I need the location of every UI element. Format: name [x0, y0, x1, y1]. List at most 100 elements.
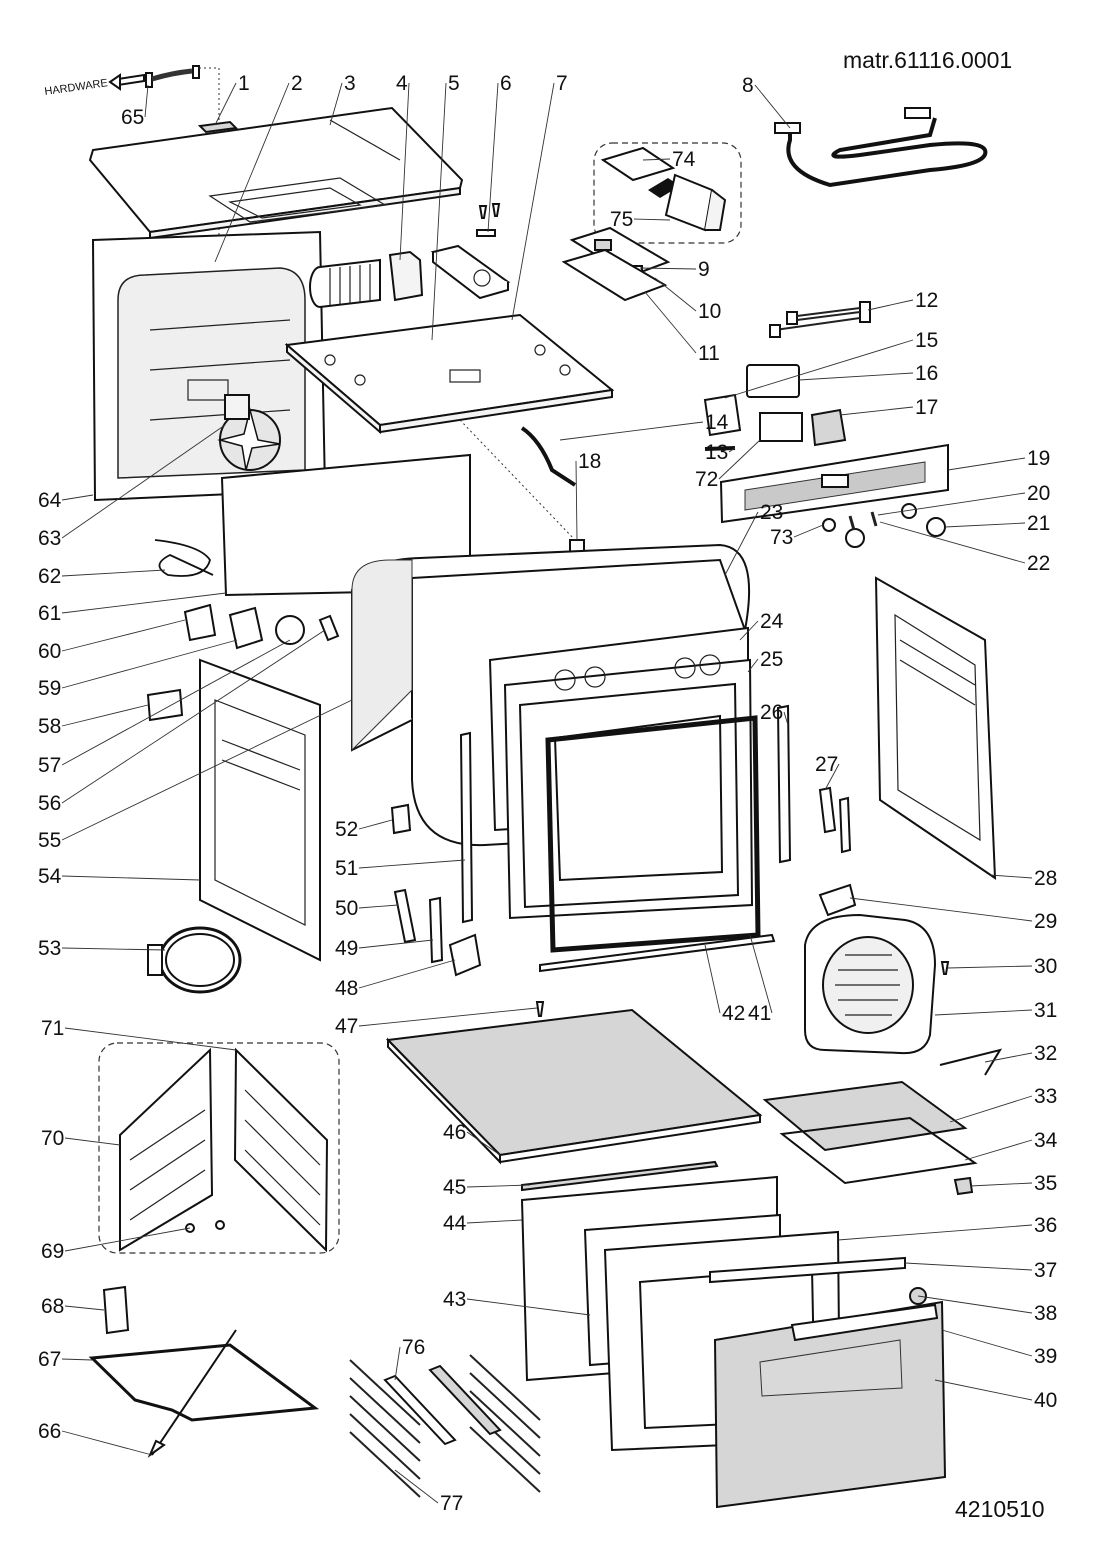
callout-63[interactable]: 63: [38, 527, 61, 550]
callout-8[interactable]: 8: [742, 74, 754, 97]
part-26-side-rail[interactable]: [776, 704, 792, 864]
callout-12[interactable]: 12: [915, 289, 938, 312]
callout-43[interactable]: 43: [443, 1288, 466, 1311]
callout-11[interactable]: 11: [698, 342, 720, 365]
callout-40[interactable]: 40: [1034, 1389, 1057, 1412]
callout-71[interactable]: 71: [41, 1017, 64, 1040]
callout-45[interactable]: 45: [443, 1176, 466, 1199]
callout-26[interactable]: 26: [760, 701, 783, 724]
callout-29[interactable]: 29: [1034, 910, 1057, 933]
part-64-rear-panel[interactable]: [91, 230, 327, 502]
part-68-spit-motor[interactable]: [102, 1285, 130, 1335]
part-41-door-gasket[interactable]: [545, 715, 761, 953]
callout-27[interactable]: 27: [815, 753, 838, 776]
part-22-spindles[interactable]: [848, 511, 878, 531]
part-6-screws[interactable]: [476, 203, 501, 237]
part-67-spit-frame[interactable]: [88, 1343, 320, 1422]
callout-73[interactable]: 73: [770, 526, 793, 549]
callout-46[interactable]: 46: [443, 1121, 466, 1144]
part-76-telescopic-rail[interactable]: [383, 1374, 457, 1446]
part-25-front-frame[interactable]: [503, 654, 754, 920]
part-29-hinge-support[interactable]: [818, 883, 857, 917]
callout-70[interactable]: 70: [41, 1127, 64, 1150]
part-48-hinge-support[interactable]: [448, 933, 482, 977]
callout-49[interactable]: 49: [335, 937, 358, 960]
callout-21[interactable]: 21: [1027, 512, 1050, 535]
top-cover[interactable]: [88, 106, 464, 240]
callout-66[interactable]: 66: [38, 1420, 61, 1443]
part-72-timer[interactable]: [759, 412, 803, 442]
part-12-wire-harness[interactable]: [769, 301, 871, 338]
callout-56[interactable]: 56: [38, 792, 61, 815]
part-47-screw[interactable]: [535, 1001, 545, 1017]
callout-74[interactable]: 74: [672, 148, 696, 171]
part-71-liner-right[interactable]: [233, 1047, 329, 1253]
callout-58[interactable]: 58: [38, 715, 61, 738]
part-35-pad[interactable]: [953, 1176, 974, 1196]
callout-25[interactable]: 25: [760, 648, 783, 671]
callout-7[interactable]: 7: [556, 72, 568, 95]
callout-54[interactable]: 54: [38, 865, 62, 888]
callout-77[interactable]: 77: [440, 1492, 463, 1515]
callout-33[interactable]: 33: [1034, 1085, 1057, 1108]
part-37-door-rail[interactable]: [709, 1256, 906, 1284]
callout-62[interactable]: 62: [38, 565, 61, 588]
callout-30[interactable]: 30: [1034, 955, 1057, 978]
callout-32[interactable]: 32: [1034, 1042, 1057, 1065]
callout-65[interactable]: 65: [121, 106, 144, 129]
callout-24[interactable]: 24: [760, 610, 784, 633]
part-70-liner-left[interactable]: [119, 1047, 214, 1252]
callout-41[interactable]: 41: [748, 1002, 771, 1025]
callout-51[interactable]: 51: [335, 857, 358, 880]
part-32-shelf-support[interactable]: [939, 1048, 1003, 1076]
callout-38[interactable]: 38: [1034, 1302, 1057, 1325]
callout-68[interactable]: 68: [41, 1295, 64, 1318]
callout-5[interactable]: 5: [448, 72, 460, 95]
part-28-side-panel-right[interactable]: [874, 576, 997, 880]
part-51-side-rail[interactable]: [459, 731, 474, 924]
callout-64[interactable]: 64: [38, 489, 62, 512]
part-55-insulation[interactable]: [351, 559, 413, 752]
callout-67[interactable]: 67: [38, 1348, 61, 1371]
callout-31[interactable]: 31: [1034, 999, 1057, 1022]
callout-60[interactable]: 60: [38, 640, 61, 663]
kit-side-liners[interactable]: [98, 1042, 340, 1254]
part-45-strip[interactable]: [521, 1160, 719, 1192]
part-56-lamp-cover[interactable]: [318, 614, 340, 642]
callout-76[interactable]: 76: [402, 1336, 425, 1359]
part-77-shelf-runners[interactable]: [349, 1354, 541, 1498]
callout-61[interactable]: 61: [38, 602, 61, 625]
kit-control-module[interactable]: [593, 142, 742, 244]
callout-13[interactable]: 13: [705, 441, 728, 464]
part-21-knob[interactable]: [926, 517, 946, 537]
callout-28[interactable]: 28: [1034, 867, 1057, 890]
part-40-handle[interactable]: [790, 1303, 939, 1342]
part-1-plug[interactable]: [197, 120, 239, 134]
part-52-clip[interactable]: [390, 803, 412, 835]
callout-44[interactable]: 44: [443, 1212, 467, 1235]
part-60-bracket[interactable]: [183, 603, 217, 642]
part-53-circular-element[interactable]: [147, 926, 242, 994]
callout-50[interactable]: 50: [335, 897, 358, 920]
callout-48[interactable]: 48: [335, 977, 358, 1000]
callout-72[interactable]: 72: [695, 468, 718, 491]
part-50-hinge[interactable]: [393, 888, 417, 944]
part-15-selector-switch[interactable]: [703, 393, 742, 437]
callout-15[interactable]: 15: [915, 329, 938, 352]
part-8-grill-element[interactable]: [774, 107, 988, 188]
callout-16[interactable]: 16: [915, 362, 938, 385]
callout-17[interactable]: 17: [915, 396, 938, 419]
part-63-fan[interactable]: [217, 394, 281, 471]
part-4-tangential-fan[interactable]: [309, 250, 424, 308]
callout-47[interactable]: 47: [335, 1015, 358, 1038]
part-57-lamp-holder[interactable]: [275, 615, 305, 645]
callout-14[interactable]: 14: [705, 411, 729, 434]
part-19-control-panel[interactable]: [719, 443, 949, 524]
part-74-card[interactable]: [600, 146, 676, 182]
callout-37[interactable]: 37: [1034, 1259, 1057, 1282]
part-49-hinge[interactable]: [428, 896, 444, 964]
callout-57[interactable]: 57: [38, 754, 61, 777]
callout-52[interactable]: 52: [335, 818, 358, 841]
callout-55[interactable]: 55: [38, 829, 61, 852]
part-13-wire[interactable]: [704, 446, 736, 451]
